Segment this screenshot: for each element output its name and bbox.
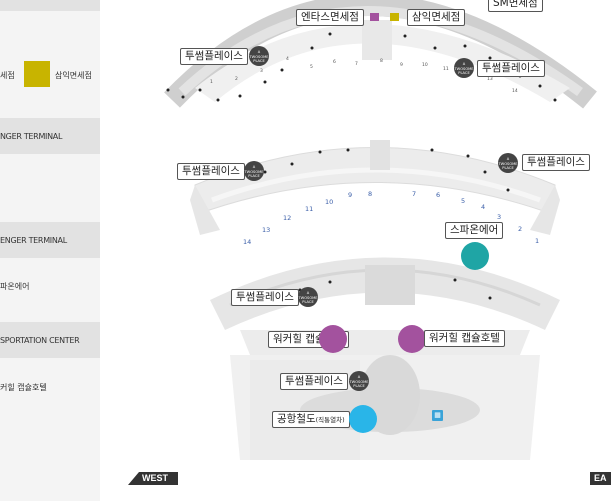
gate-number: 9 [348,191,353,199]
svg-text:7: 7 [355,61,358,67]
legend-item-top-left: 세점 [0,71,15,80]
gate-number: 7 [412,190,417,198]
label-twosome-1: 투썸플레이스 [180,48,248,65]
gate-number: 3 [497,213,502,221]
east-direction-marker: EA [590,472,611,485]
label-entas-dutyfree: 엔타스면세점 [296,9,364,26]
label-twosome-6: 투썸플레이스 [280,373,348,390]
spaon-air-marker[interactable] [461,242,489,270]
legend-item-capsule: 커힐 캡슐호텔 [0,383,47,392]
band-label-terminal: NGER TERMINAL [0,132,63,141]
gate-number: 13 [262,226,271,234]
gate-number: 10 [325,198,334,206]
airport-railroad-marker[interactable] [349,405,377,433]
label-twosome-4: 투썸플레이스 [522,154,590,171]
gate-number: 14 [243,238,252,246]
label-top-shop: SM면세점 [488,0,543,12]
gate-number: 12 [283,214,292,222]
svg-text:5: 5 [310,64,313,70]
capsule-hotel-marker-left[interactable] [319,325,347,353]
svg-text:11: 11 [443,66,449,72]
svg-text:9: 9 [400,62,403,68]
gate-number: 8 [368,190,373,198]
band-label-concourse: ENGER TERMINAL [0,236,67,245]
label-airport-railroad: 공항철도(직통열차) [272,411,350,428]
band-label-transport: SPORTATION CENTER [0,336,80,345]
west-direction-marker: WEST [128,472,178,485]
legend-band-concourse: ENGER TERMINAL [0,222,100,258]
entas-color-marker [370,13,379,21]
svg-text:3: 3 [260,68,263,74]
yellow-swatch [24,61,50,87]
gate-number: 1 [535,237,540,245]
legend-band-top [0,0,100,11]
svg-text:14: 14 [512,88,518,94]
svg-text:2: 2 [235,76,238,82]
gate-number: 11 [305,205,314,213]
label-capsule-hotel-right: 워커힐 캡슐호텔 [424,330,505,347]
svg-text:13: 13 [487,76,493,82]
train-icon: ▦ [432,410,443,421]
capsule-hotel-marker-right[interactable] [398,325,426,353]
legend-panel: 세점 삼익면세점 NGER TERMINAL ENGER TERMINAL 파온… [0,0,100,501]
rail-label-sub: (직통열차) [315,416,345,424]
svg-text:10: 10 [422,62,428,68]
svg-text:8: 8 [380,58,383,64]
gate-number: 2 [518,225,523,233]
gate-number: 4 [481,203,486,211]
label-twosome-5: 투썸플레이스 [231,289,299,306]
legend-band-transport: SPORTATION CENTER [0,322,100,358]
label-twosome-2: 투썸플레이스 [477,60,545,77]
svg-text:4: 4 [286,56,289,62]
gate-number: 6 [436,191,441,199]
label-samik-dutyfree: 삼익면세점 [407,9,466,26]
svg-text:6: 6 [333,59,336,65]
samik-color-marker [390,13,399,21]
label-spaon-air: 스파온에어 [445,222,504,239]
svg-text:1: 1 [210,79,213,85]
gate-number: 5 [461,197,466,205]
label-twosome-3: 투썸플레이스 [177,163,245,180]
legend-band-terminal: NGER TERMINAL [0,118,100,154]
legend-item-spaon: 파온에어 [0,282,30,291]
rail-label-main: 공항철도 [277,413,316,425]
legend-item-samik: 삼익면세점 [55,71,92,80]
